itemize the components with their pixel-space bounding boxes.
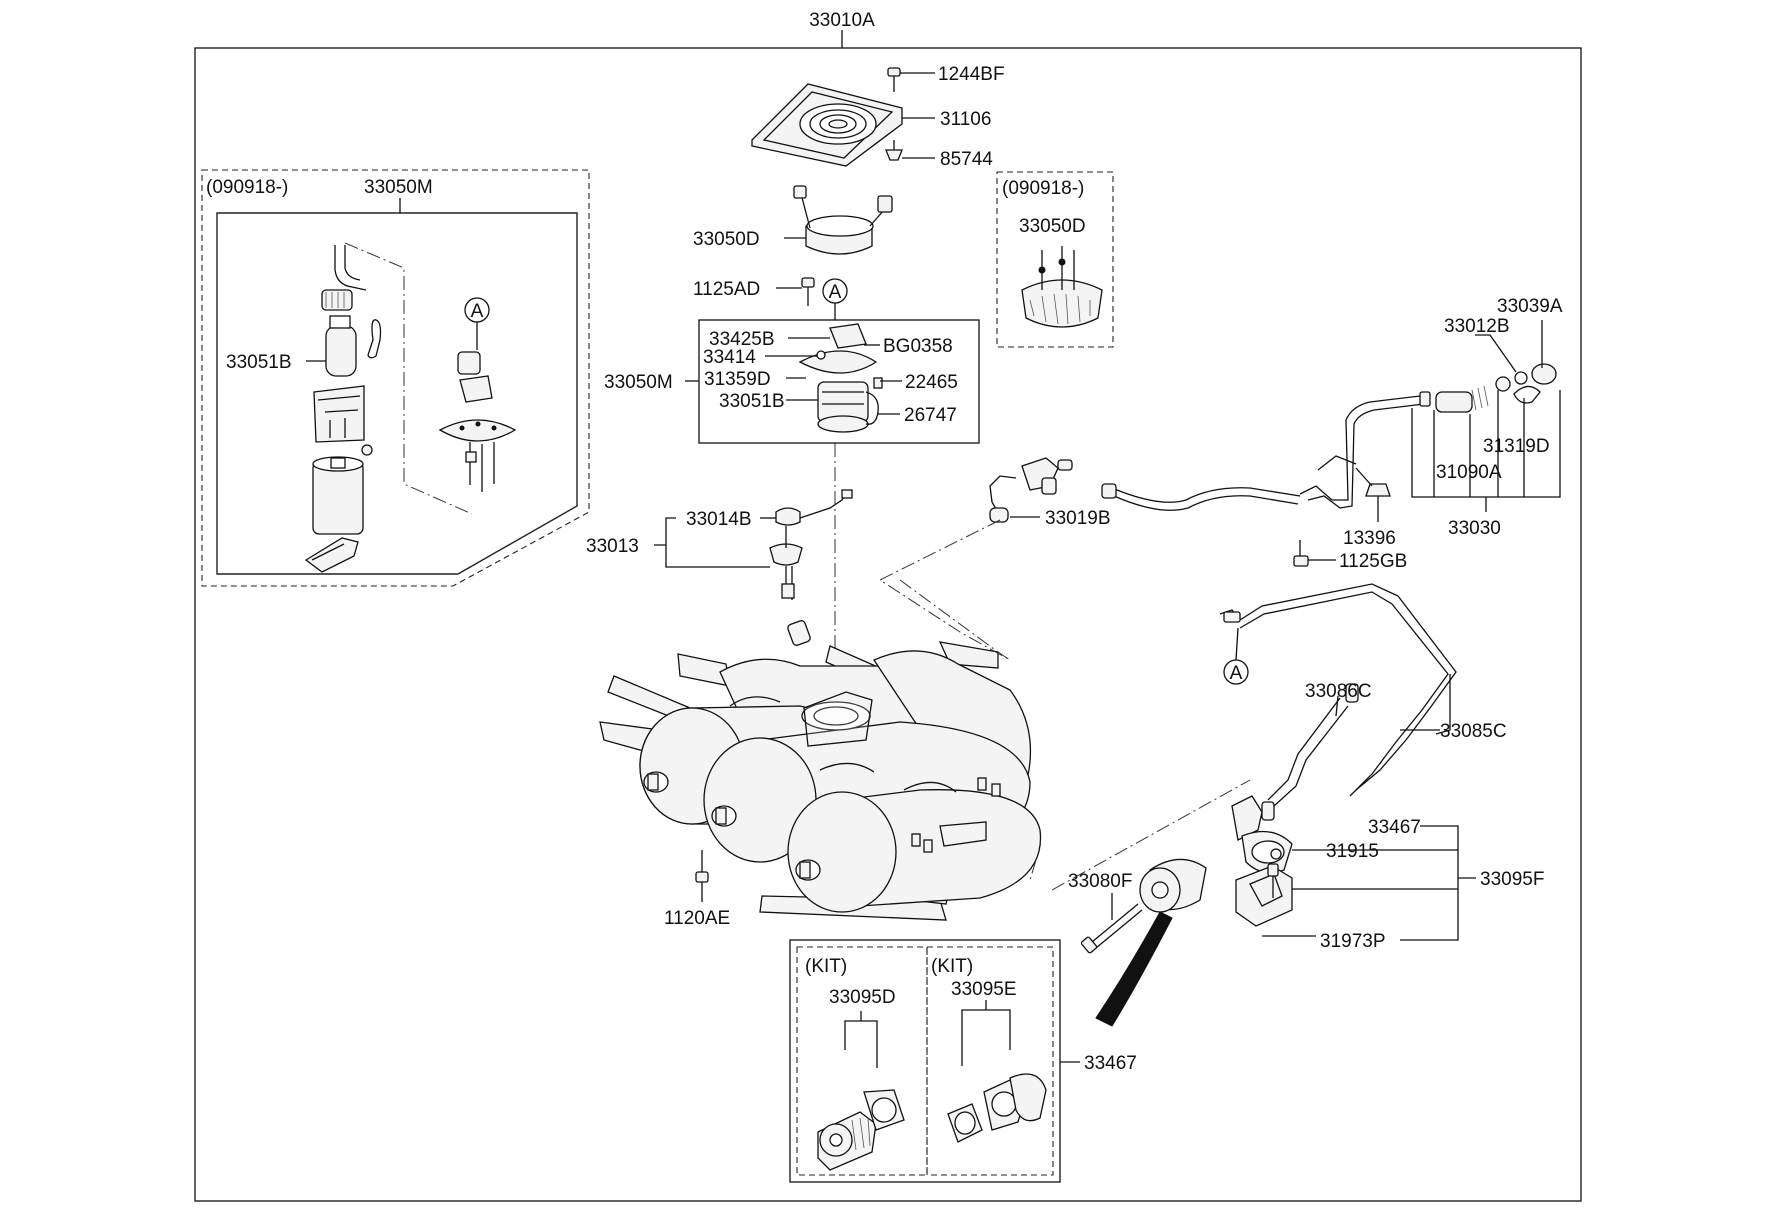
- pump-shaft: [1080, 903, 1143, 954]
- callout-33095F: 33095F: [1480, 869, 1544, 890]
- main-assembly-label: 33010A: [809, 10, 875, 31]
- callout-1125AD: 1125AD: [693, 279, 760, 300]
- kit-assembly-label: 33467: [1084, 1053, 1137, 1074]
- callout-33414: 33414: [703, 347, 756, 368]
- vapor-line: [989, 391, 1431, 523]
- callout-1244BF: 1244BF: [938, 64, 1005, 85]
- sender-unit: [793, 185, 893, 255]
- callout-33050D: 33050D: [693, 229, 760, 250]
- pump-reservoir: [312, 461, 364, 535]
- pump-kit-date-code: (090918-): [206, 177, 288, 198]
- pump-kit-centerline: [344, 242, 473, 515]
- kit-2-part-number: 33095E: [951, 979, 1017, 1000]
- pump-bracket: [313, 385, 365, 443]
- pump-flange: [438, 419, 517, 442]
- callout-33085C: 33085C: [1440, 721, 1507, 742]
- kit-1-part-number: 33095D: [829, 987, 896, 1008]
- cover-nut: [885, 140, 903, 161]
- callout-33086C: 33086C: [1305, 681, 1372, 702]
- callout-33080F: 33080F: [1068, 871, 1132, 892]
- callout-85744: 85744: [940, 149, 993, 170]
- pump-motor-unit: [1095, 858, 1207, 1027]
- callout-33013-bracket: [654, 517, 770, 568]
- sender-date-code: (090918-): [1002, 178, 1084, 199]
- pump-kit-inner-box: [216, 212, 578, 575]
- callout-33095F-bracket: [1400, 825, 1459, 941]
- kit-outer-box: [789, 939, 1061, 1183]
- cover-screw: [887, 67, 901, 92]
- pump-bracket-assembly: [1231, 795, 1293, 927]
- callout-31973P: 31973P: [1320, 931, 1386, 952]
- pump-kit-pump-label: 33051B: [226, 352, 292, 373]
- main-frame: [194, 47, 1582, 1202]
- callout-33030: 33030: [1448, 518, 1501, 539]
- ref-mark-a-top: A: [829, 282, 842, 303]
- callout-22465: 22465: [905, 372, 958, 393]
- callout-33050M: 33050M: [604, 372, 673, 393]
- kit-2-dashed-box: [926, 946, 1054, 1176]
- kit-1-bracket: [844, 1020, 878, 1068]
- callout-33019B: 33019B: [1045, 508, 1111, 529]
- bracket-cover: [1235, 865, 1293, 927]
- sender-part-label: 33050D: [1019, 216, 1086, 237]
- service-cover: [751, 83, 903, 167]
- callout-33014B: 33014B: [686, 509, 752, 530]
- callout-33467: 33467: [1368, 817, 1421, 838]
- pump-motor-arrow: [1095, 911, 1173, 1027]
- tank-mount-bolt: [695, 871, 709, 902]
- sender-dashed-box: [996, 171, 1114, 348]
- ref-mark-a-hose: A: [1230, 663, 1243, 684]
- callout-26747: 26747: [904, 405, 957, 426]
- ref-mark-a-pump-box: A: [471, 301, 484, 322]
- filter-assembly: [1435, 363, 1557, 413]
- callout-33013: 33013: [586, 536, 639, 557]
- pump-module: [798, 323, 883, 433]
- pump-kit-assembly-label: 33050M: [364, 177, 433, 198]
- sender-ring: [1021, 246, 1103, 328]
- callout-31106: 31106: [940, 109, 991, 130]
- fuel-tank-assembly: [599, 641, 1042, 921]
- callout-33051B: 33051B: [719, 391, 785, 412]
- kit-2-bracket: [961, 1009, 1011, 1066]
- callout-31319D: 31319D: [1483, 436, 1550, 457]
- callout-33425B: 33425B: [709, 329, 775, 350]
- kit-2-label: (KIT): [931, 956, 973, 977]
- level-sender: [769, 489, 853, 646]
- line-clip-bolt: [1293, 540, 1309, 567]
- tank-end-lower: [787, 791, 897, 913]
- callout-1120AE: 1120AE: [664, 908, 730, 929]
- pump-kit-parts: A: [304, 245, 517, 573]
- callout-33039A: 33039A: [1497, 296, 1563, 317]
- callout-13396: 13396: [1343, 528, 1396, 549]
- callout-31090A: 31090A: [1436, 462, 1502, 483]
- pump-motor: [325, 325, 357, 377]
- callout-1125GB: 1125GB: [1339, 551, 1407, 572]
- pump-kit-dashed-box: [201, 169, 590, 587]
- callout-31359D: 31359D: [704, 369, 771, 390]
- callout-31915: 31915: [1326, 841, 1379, 862]
- callout-33012B: 33012B: [1444, 316, 1510, 337]
- pump-filter: [304, 537, 359, 573]
- line-clip-nut: [1355, 467, 1391, 497]
- kit-2-parts: [947, 1073, 1047, 1143]
- kit-1-parts: [817, 1089, 905, 1171]
- kit-1-label: (KIT): [805, 956, 847, 977]
- module-screw: [801, 277, 815, 306]
- fuel-lines: [1219, 583, 1457, 821]
- callout-BG0358: BG0358: [883, 336, 953, 357]
